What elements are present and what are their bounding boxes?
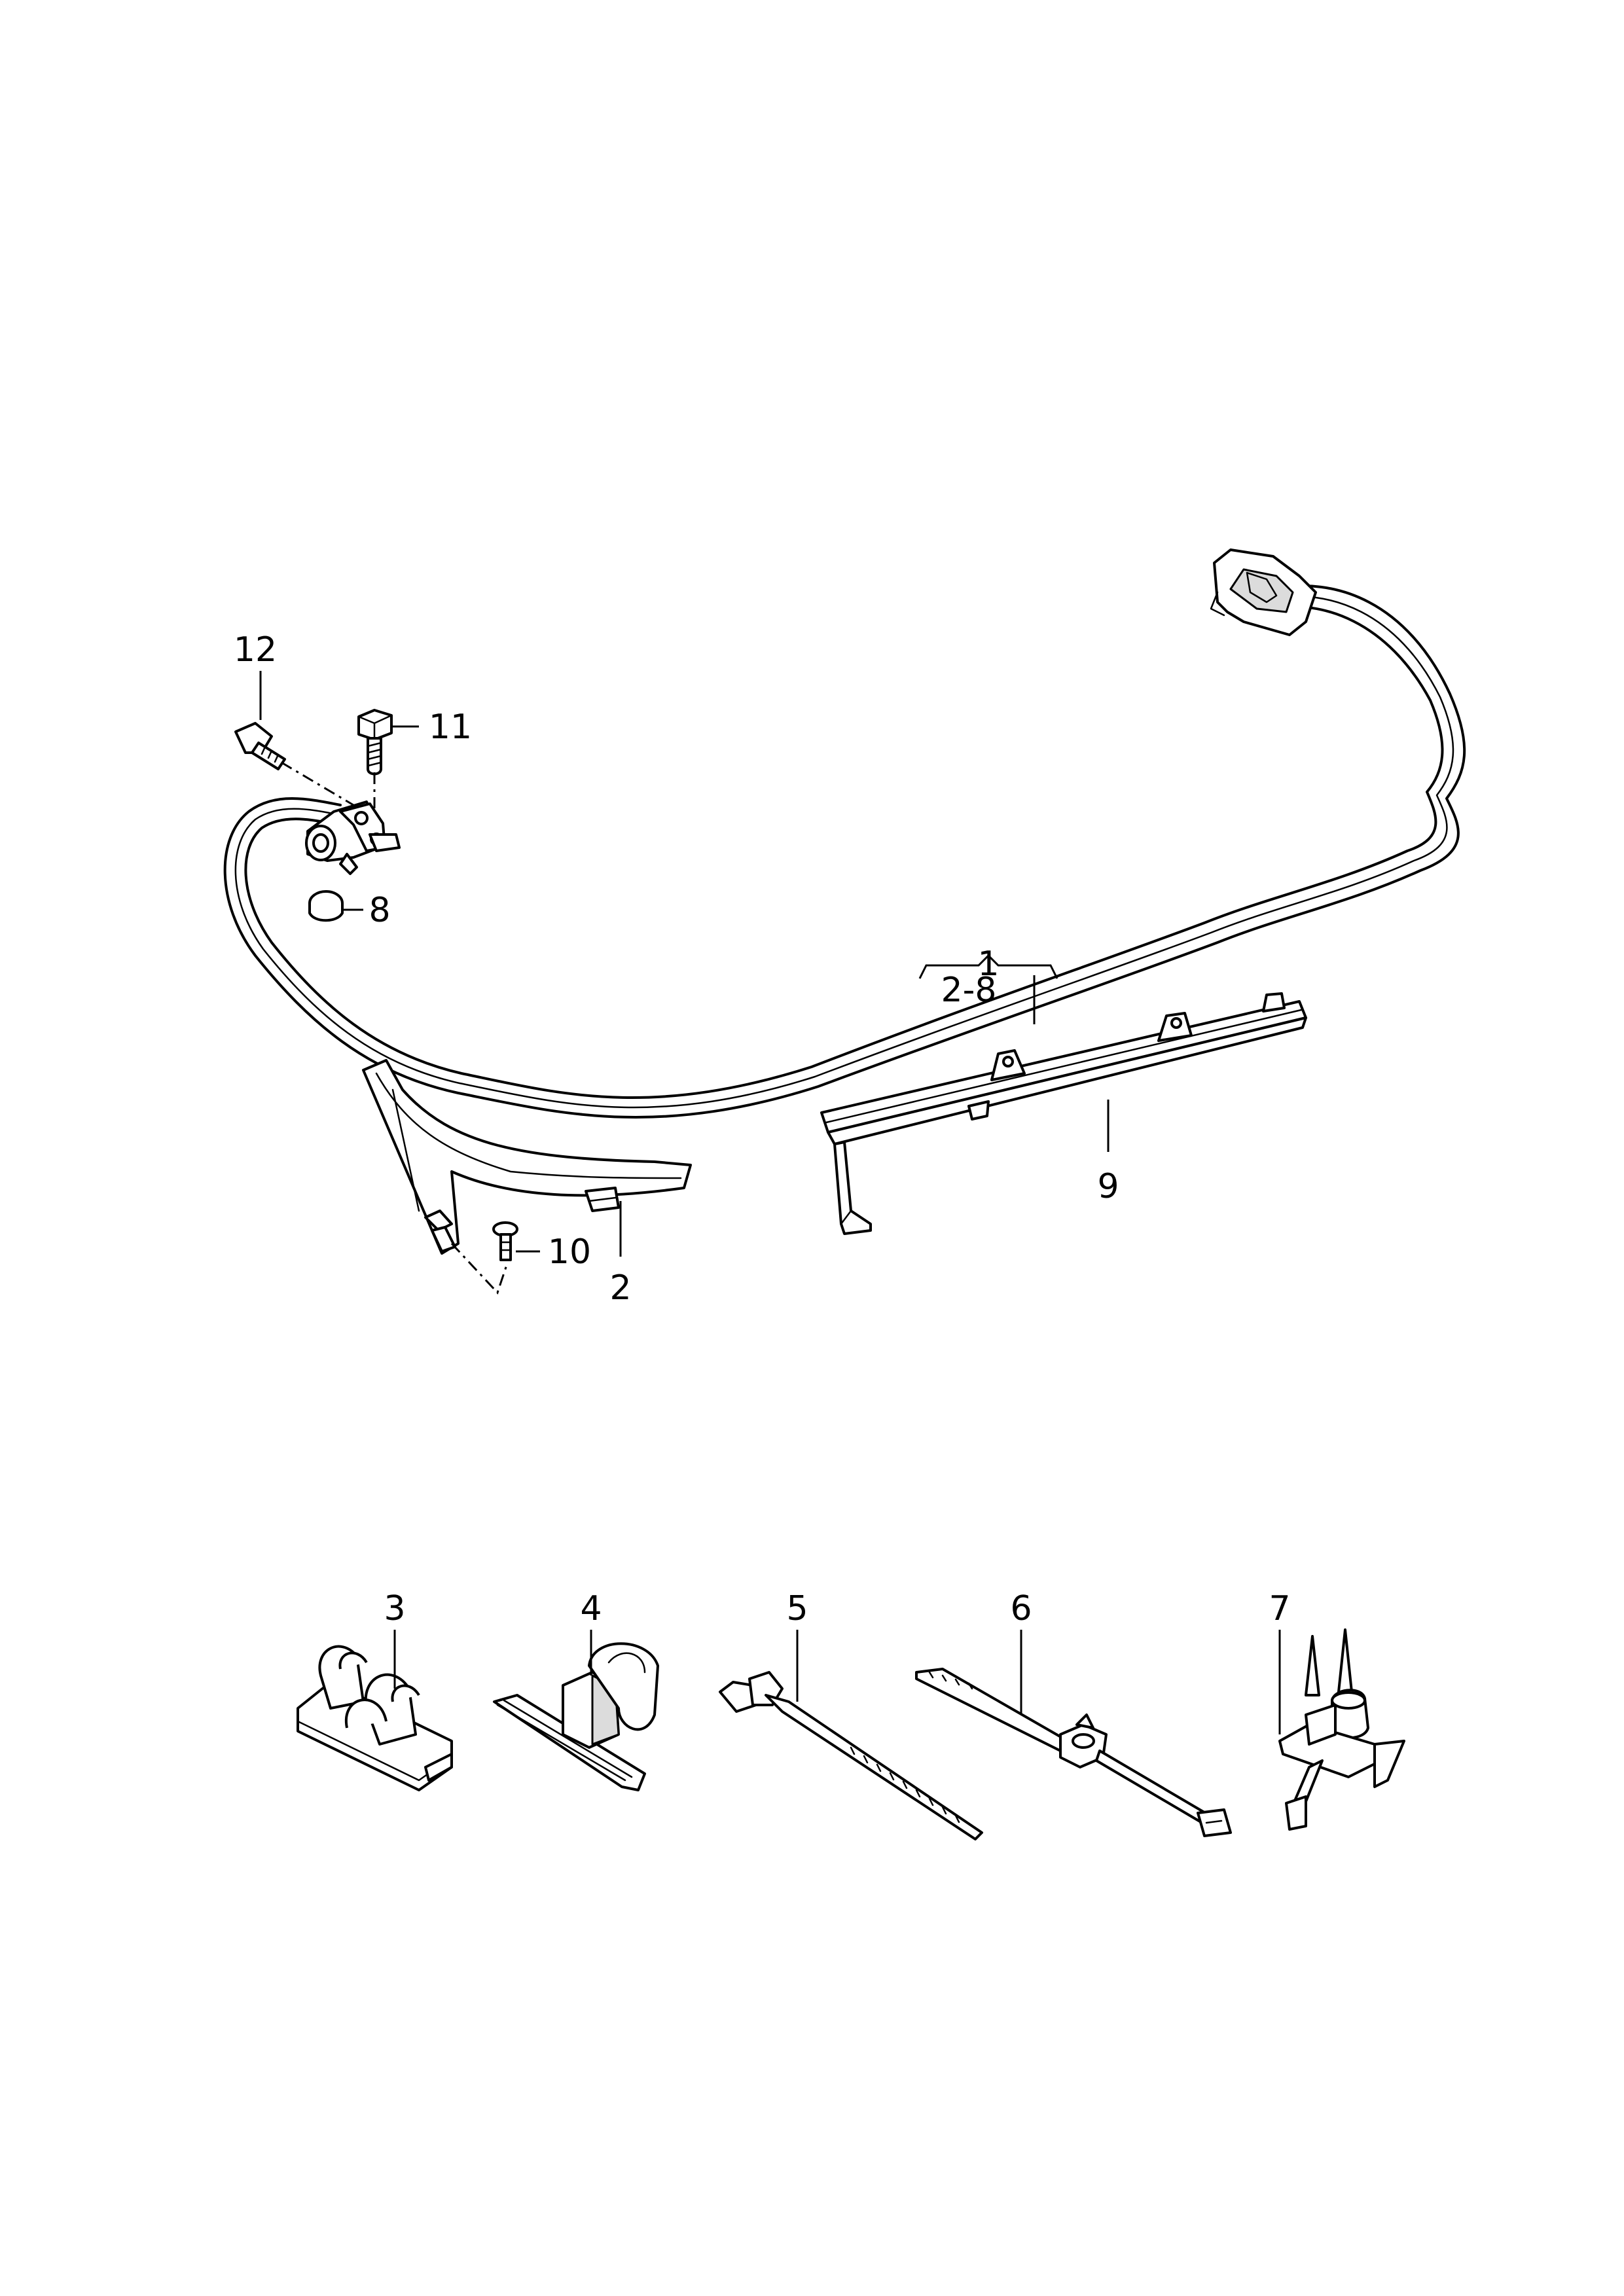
line-assembly <box>223 584 1466 1119</box>
callout-8: 8 <box>369 891 390 930</box>
callout-11: 11 <box>429 708 472 747</box>
part-7-spike-clip <box>1278 1628 1405 1831</box>
callout-6: 6 <box>1010 1589 1032 1628</box>
part-6-cable-tie-mount <box>915 1668 1232 1837</box>
left-end-flange <box>305 800 401 875</box>
part-10-rivet <box>492 1221 518 1261</box>
part-12-bolt <box>234 722 286 770</box>
part-5-cable-tie <box>719 1671 983 1840</box>
callout-3: 3 <box>384 1589 405 1628</box>
callout-1-group: 1 2-8 <box>918 944 1058 1024</box>
callout-2-8: 2-8 <box>941 971 997 1010</box>
part-8-cap <box>308 890 344 922</box>
callout-10: 10 <box>548 1232 591 1272</box>
callout-12: 12 <box>234 630 277 670</box>
part-4-edge-clip <box>493 1642 659 1791</box>
callout-5: 5 <box>786 1589 808 1628</box>
callout-9: 9 <box>1097 1167 1119 1206</box>
part-3-double-clip <box>297 1645 453 1791</box>
brace-1 <box>918 954 1058 979</box>
right-end-connector <box>1210 548 1317 636</box>
callout-4: 4 <box>580 1589 602 1628</box>
part-2-shield <box>362 1059 692 1255</box>
part-11-hex-bolt <box>357 709 393 776</box>
callout-2: 2 <box>609 1268 631 1308</box>
assembly-line-10 <box>450 1242 509 1295</box>
part-9-bracket-rail <box>820 992 1307 1235</box>
callout-7: 7 <box>1269 1589 1290 1628</box>
